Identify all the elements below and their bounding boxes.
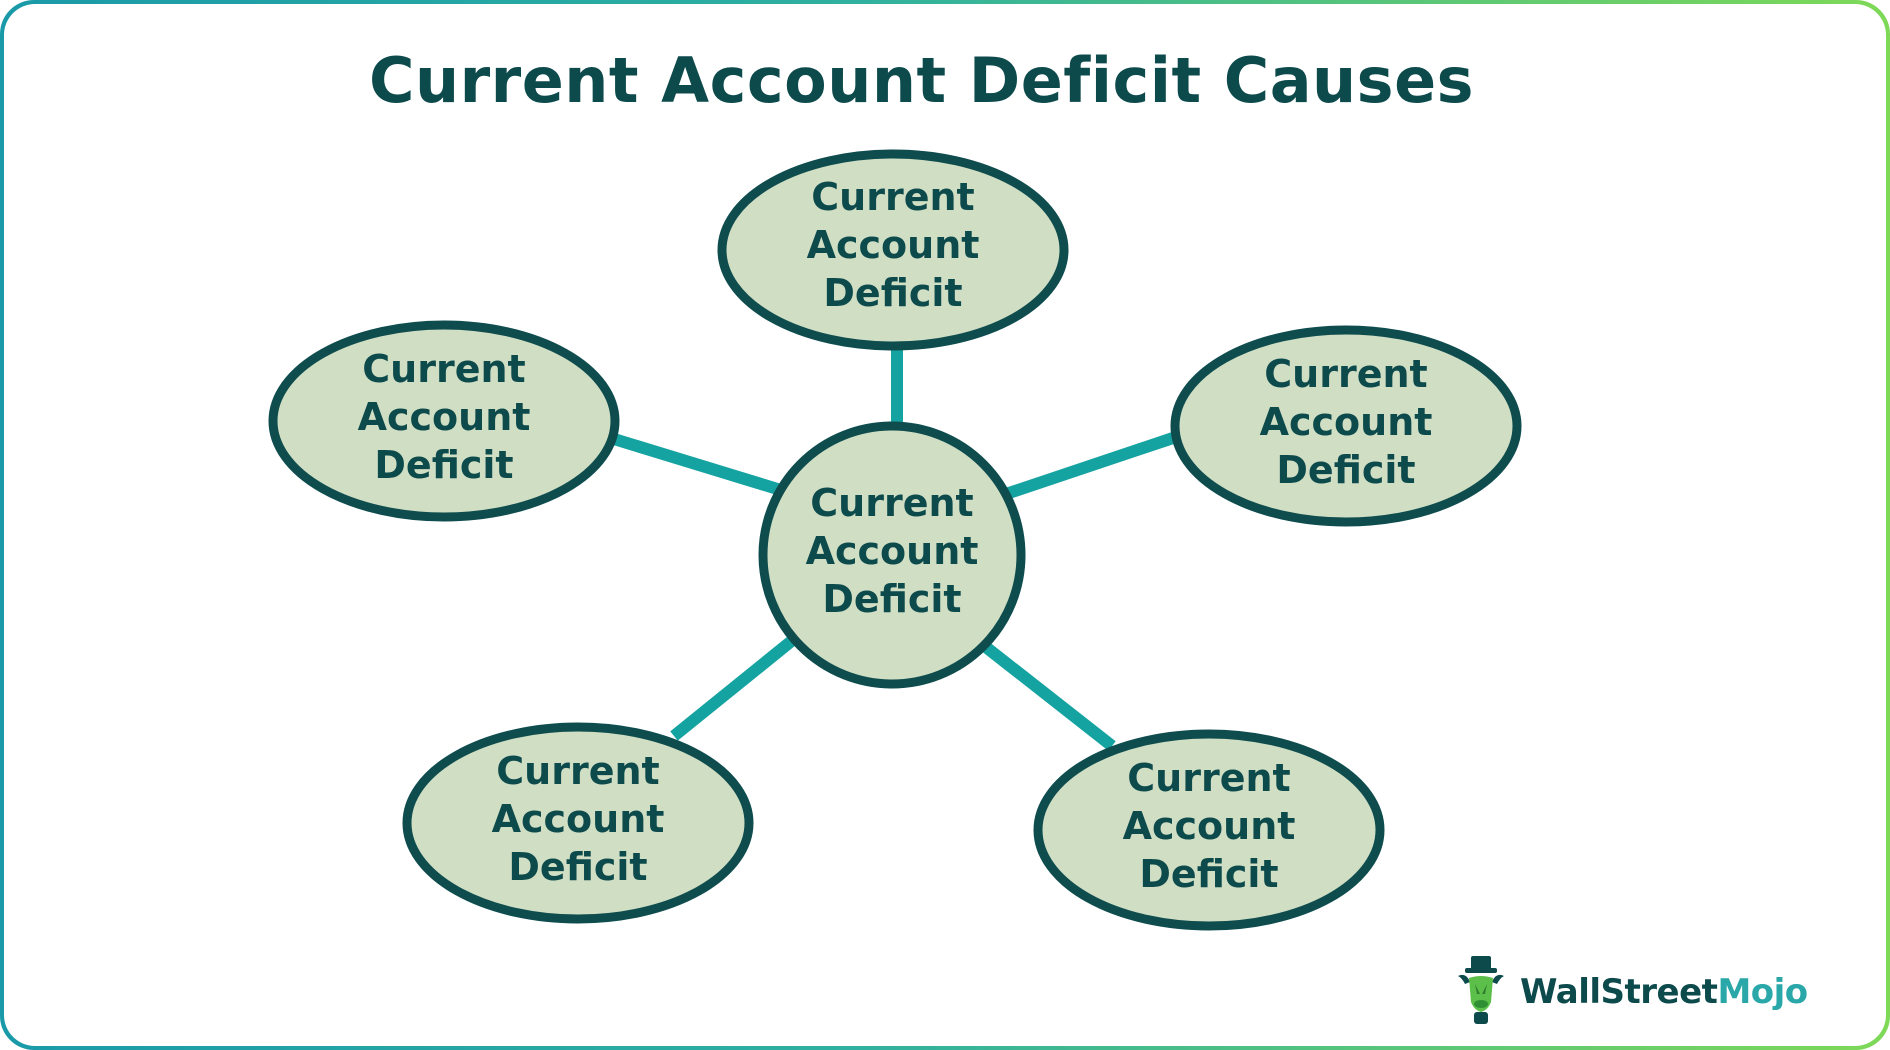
- node-center-line-1: Current: [810, 481, 973, 525]
- node-center-line-2: Account: [806, 529, 979, 573]
- brand-wordmark: WallStreetMojo: [1520, 972, 1808, 1012]
- spoke-diagram: Current Account Deficit Current Account …: [268, 149, 1522, 931]
- node-right: Current Account Deficit: [1170, 325, 1522, 527]
- node-top-line-2: Account: [807, 223, 980, 267]
- node-bottom-left-line-1: Current: [496, 749, 659, 793]
- node-right-line-2: Account: [1260, 400, 1433, 444]
- connector-bottom-right: [978, 639, 1116, 751]
- node-bottom-right-line-2: Account: [1123, 804, 1296, 848]
- connectors: [612, 344, 1178, 751]
- node-center: Current Account Deficit: [758, 421, 1026, 689]
- page-title: Current Account Deficit Causes: [368, 44, 1475, 117]
- node-bottom-left: Current Account Deficit: [402, 722, 754, 924]
- node-center-line-3: Deficit: [822, 577, 961, 621]
- node-right-line-1: Current: [1264, 352, 1427, 396]
- bull-mascot-icon: [1452, 954, 1510, 1030]
- brand-logo: WallStreetMojo: [1452, 954, 1808, 1030]
- node-top: Current Account Deficit: [717, 149, 1069, 351]
- node-bottom-left-line-2: Account: [492, 797, 665, 841]
- brand-wordmark-part2: Mojo: [1717, 972, 1808, 1012]
- node-bottom-left-line-3: Deficit: [508, 845, 647, 889]
- brand-wordmark-part1: WallStreet: [1520, 972, 1718, 1012]
- connector-left: [612, 433, 786, 497]
- node-bottom-right-line-3: Deficit: [1139, 852, 1278, 896]
- node-left: Current Account Deficit: [268, 320, 620, 522]
- connector-bottom-left: [670, 634, 798, 741]
- node-bottom-right-line-1: Current: [1127, 756, 1290, 800]
- node-bottom-right: Current Account Deficit: [1033, 729, 1385, 931]
- node-left-line-3: Deficit: [374, 443, 513, 487]
- node-top-line-1: Current: [811, 175, 974, 219]
- node-left-line-2: Account: [358, 395, 531, 439]
- node-top-line-3: Deficit: [823, 271, 962, 315]
- node-right-line-3: Deficit: [1276, 448, 1415, 492]
- card: Current Account Deficit Causes Current A…: [4, 4, 1886, 1046]
- node-left-line-1: Current: [362, 347, 525, 391]
- connector-right: [1004, 431, 1178, 500]
